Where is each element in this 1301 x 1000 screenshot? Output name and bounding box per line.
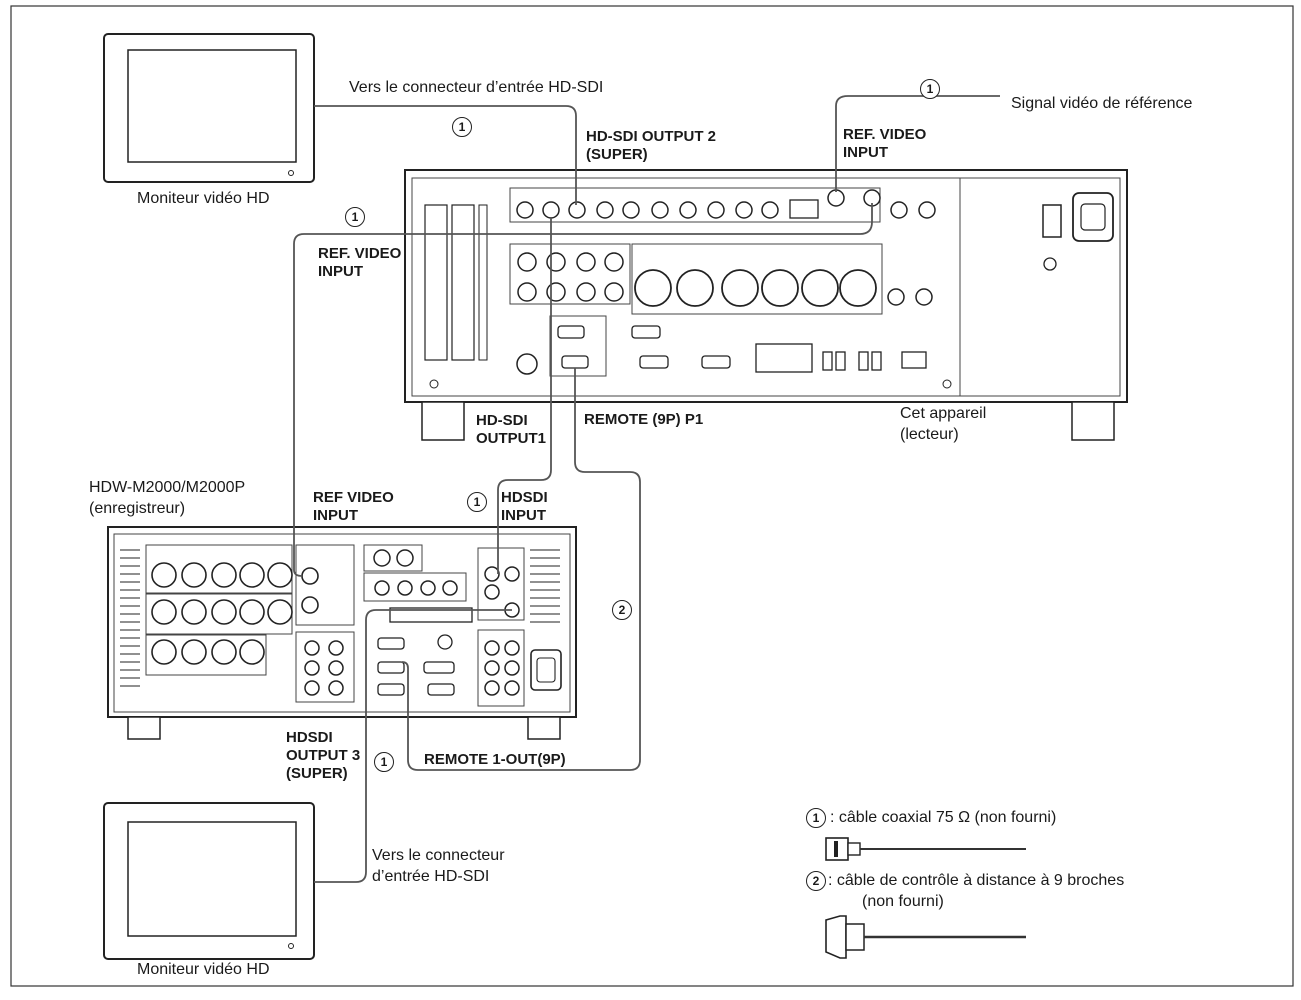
label-player-2: (lecteur) [900,426,959,443]
marker-coax-out2: 1 [452,117,472,137]
label-hdsdi-output1-2: OUTPUT1 [476,430,547,447]
marker-remote-cable: 2 [612,600,632,620]
diagram-border [10,5,1294,987]
legend-remote-text-1: : câble de contrôle à distance à 9 broch… [828,872,1125,889]
cable-ref-loop [293,203,873,577]
cable-hdsdi-out1 [497,218,552,574]
label-recorder-1: HDW-M2000/M2000P [89,479,246,496]
legend-coax-cable [825,837,1026,861]
hd-monitor-bottom [103,802,315,960]
label-remote-p1: REMOTE (9P) P1 [584,411,704,428]
label-monitor-top: Moniteur vidéo HD [137,190,270,207]
label-rec-ref-1: REF VIDEO [313,489,394,506]
label-ref-video-left-1: REF. VIDEO [318,245,402,262]
label-remote-out: REMOTE 1-OUT(9P) [424,751,566,768]
legend-remote-text-2: (non fourni) [862,893,944,910]
label-rec-out3-1: HDSDI [286,729,333,746]
marker-coax-ref-loop: 1 [345,207,365,227]
hd-monitor-top [103,33,315,183]
legend-coax-text: : câble coaxial 75 Ω (non fourni) [830,809,1057,826]
recorder-unit [107,526,577,740]
label-ref-signal: Signal vidéo de référence [1011,95,1193,112]
label-ref-video-player-1: REF. VIDEO [843,126,927,143]
label-hdsdi-output2: HD-SDI OUTPUT 2 [586,128,717,145]
label-ref-video-player-2: INPUT [843,144,888,161]
label-rec-ref-2: INPUT [313,507,358,524]
label-to-hdsdi-bottom-1: Vers le connecteur [372,847,505,864]
label-hdsdi-output2-super: (SUPER) [586,146,648,163]
player-unit [404,169,1128,441]
label-ref-video-left-2: INPUT [318,263,363,280]
label-monitor-bottom: Moniteur vidéo HD [137,961,270,978]
label-to-hdsdi-bottom-2: d’entrée HD-SDI [372,868,490,885]
marker-coax-out3: 1 [374,752,394,772]
legend-marker-coax: 1 [806,808,826,828]
cables [293,95,1000,883]
cable-hdsdi-out3 [314,609,512,883]
cable-ref-signal [835,95,1000,192]
legend-marker-remote: 2 [806,871,826,891]
label-player-1: Cet appareil [900,405,987,422]
label-recorder-2: (enregistreur) [89,500,186,517]
label-hdsdi-output1-1: HD-SDI [476,412,528,429]
cable-hdsdi-out2 [314,105,577,205]
label-to-hdsdi-top: Vers le connecteur d’entrée HD-SDI [349,79,604,96]
cable-remote [401,368,641,771]
label-rec-hdsdi-in-1: HDSDI [501,489,548,506]
label-rec-out3-3: (SUPER) [286,765,348,782]
marker-coax-out1: 1 [467,492,487,512]
label-rec-out3-2: OUTPUT 3 [286,747,361,764]
marker-coax-ref: 1 [920,79,940,99]
legend-remote-cable [825,915,1026,959]
label-rec-hdsdi-in-2: INPUT [501,507,546,524]
